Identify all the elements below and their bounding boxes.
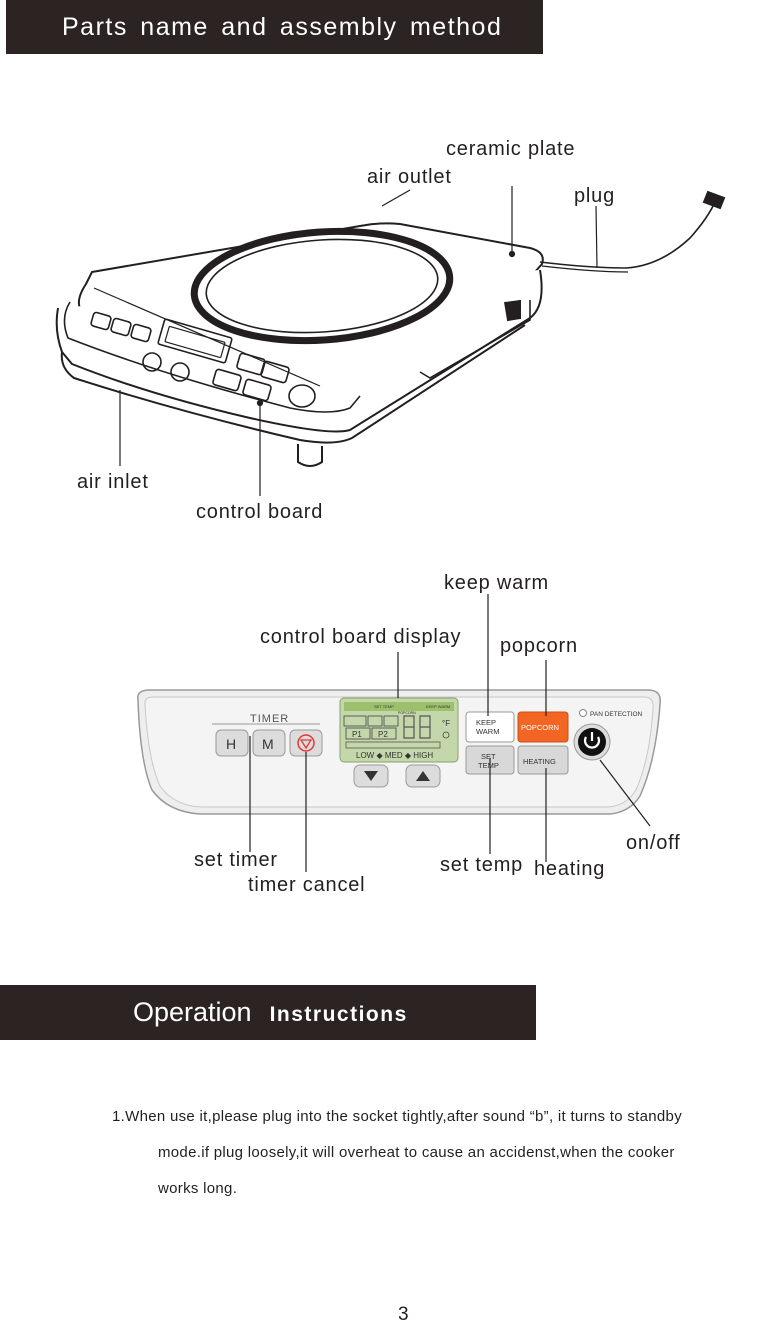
label-on-off: on/off — [626, 832, 681, 854]
lcd-p2: P2 — [378, 730, 388, 739]
keep-warm-button-shape[interactable] — [465, 711, 515, 743]
popcorn-button-label: POPCORN — [521, 723, 559, 732]
control-panel-drawing — [137, 689, 661, 815]
timer-h-label: H — [226, 736, 236, 752]
keep-warm-line2: WARM — [476, 727, 499, 736]
label-popcorn: popcorn — [500, 635, 578, 657]
label-heating: heating — [534, 858, 606, 880]
timer-h-button-shape[interactable] — [215, 729, 249, 757]
section-title: Parts name and assembly method — [62, 12, 503, 41]
instruction-line-3: works long. — [158, 1180, 238, 1197]
lcd-levels: LOW ◆ MED ◆ HIGH — [356, 751, 433, 760]
set-temp-line2: TEMP — [478, 761, 499, 770]
heating-button-shape[interactable] — [517, 745, 569, 775]
lcd-p1: P1 — [352, 730, 362, 739]
pan-detection-label: PAN DETECTION — [590, 711, 643, 718]
cooktop-leader-lines — [119, 186, 598, 496]
set-temp-line1: SET — [481, 752, 496, 761]
timer-m-label: M — [262, 736, 274, 752]
label-air-outlet: air outlet — [367, 166, 452, 188]
label-set-temp: set temp — [440, 854, 524, 876]
lcd-display — [339, 697, 459, 763]
popcorn-button-shape[interactable] — [517, 711, 569, 743]
lcd-unit: °F — [442, 719, 450, 728]
down-arrow-icon — [364, 771, 378, 781]
timer-m-button-shape[interactable] — [252, 729, 286, 757]
operation-header-banner: Operation Instructions — [0, 985, 536, 1040]
cooktop-drawing — [55, 190, 726, 467]
timer-title: TIMER — [250, 713, 289, 725]
label-timer-cancel: timer cancel — [248, 874, 366, 896]
label-plug: plug — [574, 185, 616, 207]
instruction-paragraph: 1.When use it,please plug into the socke… — [112, 1099, 770, 1207]
power-icon — [583, 736, 601, 749]
timer-cancel-icon — [297, 734, 315, 752]
label-keep-warm: keep warm — [444, 572, 550, 594]
label-air-inlet: air inlet — [77, 471, 149, 493]
pan-detection-led — [579, 709, 587, 717]
label-control-board-display: control board display — [260, 626, 462, 648]
operation-title: Operation — [133, 997, 252, 1027]
lcd-popcorn: POPCORN — [398, 711, 416, 715]
heating-button-label: HEATING — [523, 757, 556, 766]
section-header-banner: Parts name and assembly method — [6, 0, 543, 54]
up-arrow-icon — [416, 771, 430, 781]
label-control-board: control board — [196, 501, 324, 523]
operation-subtitle: Instructions — [269, 1002, 408, 1026]
keep-warm-line1: KEEP — [476, 718, 496, 727]
panel-leader-lines — [249, 594, 651, 872]
label-ceramic-plate: ceramic plate — [446, 138, 576, 160]
label-set-timer: set timer — [194, 849, 278, 871]
page-number: 3 — [398, 1304, 409, 1325]
lcd-set-temp: SET TEMP — [374, 704, 394, 709]
instruction-line-1: 1.When use it,please plug into the socke… — [112, 1108, 682, 1125]
lcd-keep-warm: KEEP WARM — [426, 704, 450, 709]
instruction-line-2: mode.if plug loosely,it will overheat to… — [158, 1144, 675, 1161]
